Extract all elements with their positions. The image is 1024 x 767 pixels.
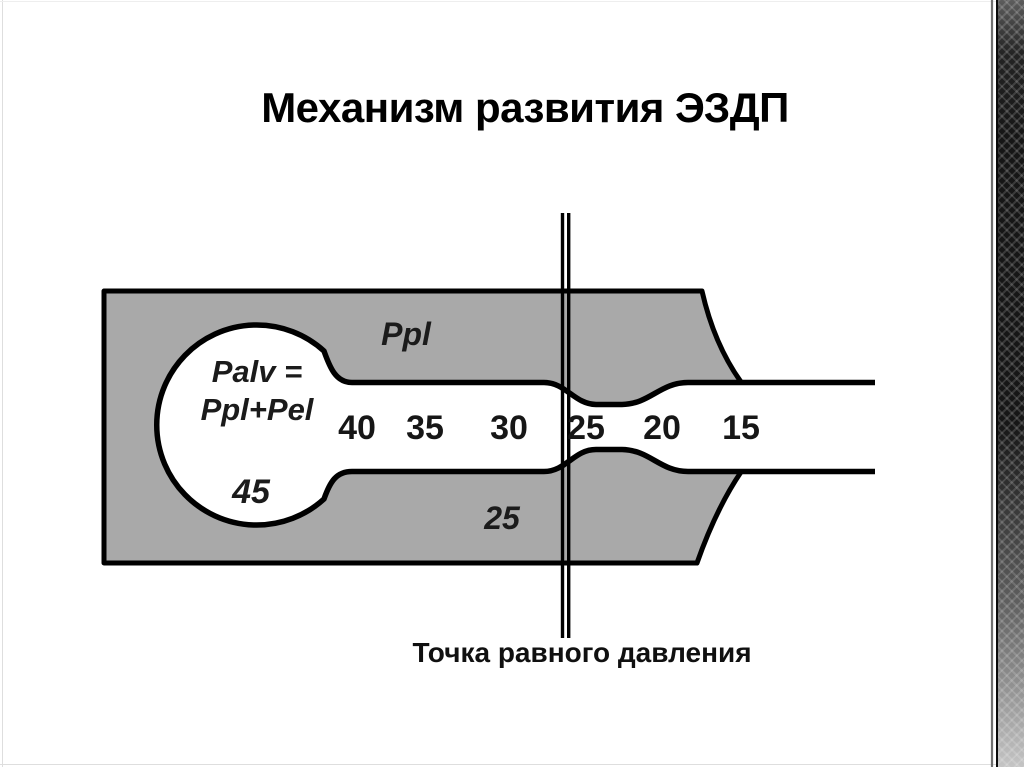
airway-outline	[153, 322, 875, 528]
airway-pressure-20: 20	[643, 409, 681, 447]
pleural-pressure-label: Ppl	[381, 316, 431, 352]
equal-pressure-point-caption: Точка равного давления	[412, 637, 752, 668]
airway-pressure-35: 35	[406, 409, 444, 447]
side-divider-line	[991, 0, 993, 767]
slide-edge-bottom	[0, 764, 1002, 765]
alveolar-pressure-value: 45	[232, 473, 270, 511]
formula-line-1: Palv =	[211, 354, 303, 389]
slide-title: Механизм развития ЭЗДП	[261, 84, 789, 131]
airway-pressure-25: 25	[567, 409, 605, 447]
pleural-pressure-value: 25	[484, 500, 520, 536]
carbon-texture-strip	[996, 0, 1024, 767]
slide-edge-top	[0, 1, 1002, 2]
airway-pressure-15: 15	[722, 409, 760, 447]
airway-pressure-40: 40	[338, 409, 376, 447]
slide-edge-left	[2, 0, 3, 767]
airway-pressure-30: 30	[490, 409, 528, 447]
alveolar-pressure-formula: Palv = Ppl+Pel	[190, 353, 324, 429]
formula-line-2: Ppl+Pel	[200, 392, 314, 427]
